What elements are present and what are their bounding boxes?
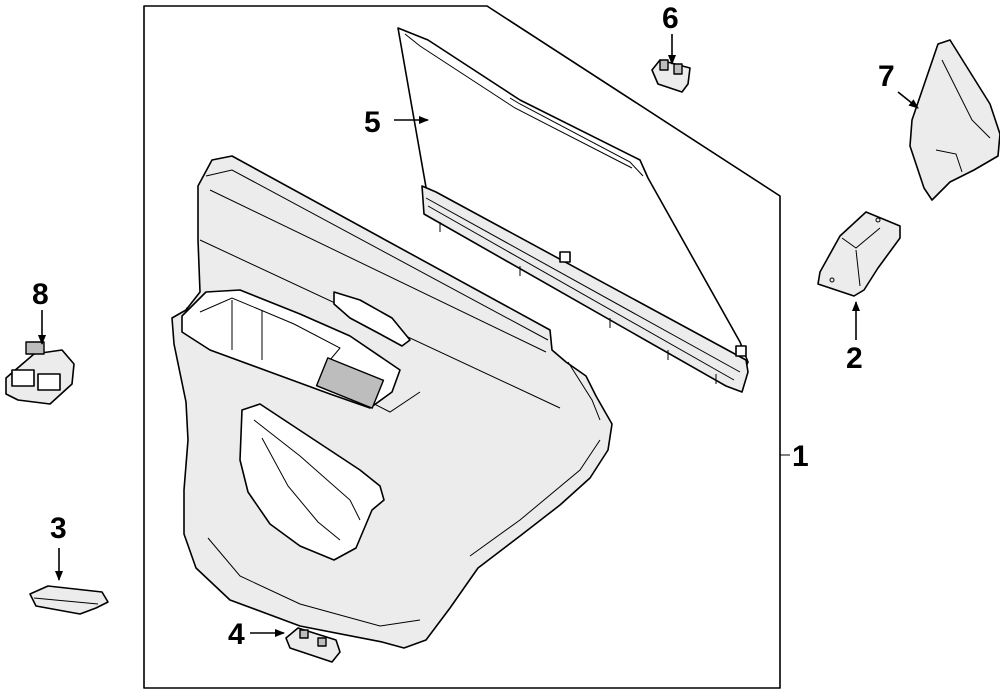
callout-3: 3 <box>50 512 67 545</box>
callout-arrows <box>38 34 919 637</box>
clip-part-4 <box>285 627 341 663</box>
callout-5: 5 <box>364 106 381 139</box>
callout-7: 7 <box>878 60 895 93</box>
callout-8: 8 <box>32 278 49 311</box>
callout-4: 4 <box>228 618 245 651</box>
door-trim-panel-part-1 <box>171 155 613 649</box>
switch-part-8 <box>5 341 75 405</box>
cover-part-3 <box>29 585 109 615</box>
callout-6: 6 <box>662 2 679 35</box>
bracket-part-2 <box>817 211 901 297</box>
corner-trim-part-7 <box>909 39 1000 201</box>
callout-1: 1 <box>792 440 809 473</box>
sunshade-part-5 <box>397 27 749 393</box>
clip-part-6 <box>651 59 691 93</box>
callout-labels: 1 2 3 4 5 6 7 8 <box>32 2 895 651</box>
assembly-frame <box>143 5 790 689</box>
callout-2: 2 <box>846 342 863 375</box>
